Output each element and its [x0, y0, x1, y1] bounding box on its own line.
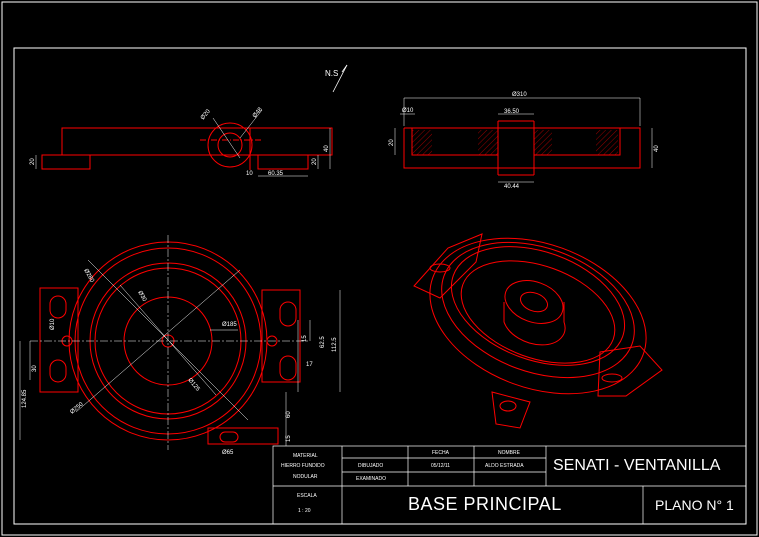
plan-dim-slot: Ø10: [50, 318, 56, 330]
plano-number: PLANO N° 1: [655, 497, 734, 513]
plan-dim-s4: 17: [306, 362, 313, 368]
plan-dim-mid: Ø185: [222, 322, 237, 328]
front-dim-height: 40: [324, 145, 330, 152]
plan-dim-hub: Ø30: [136, 290, 147, 303]
plan-dim-outer: Ø280: [82, 268, 95, 284]
front-dim-right-h: 20: [312, 158, 318, 165]
front-dim-large: Ø48: [252, 106, 264, 119]
section-hatch: [412, 130, 618, 155]
section-dim-total: Ø310: [512, 92, 527, 98]
section-dim-right-h: 40: [654, 145, 660, 152]
section-dim-left-h: 20: [389, 139, 395, 146]
drawing-title: BASE PRINCIPAL: [408, 494, 562, 514]
inner-border: [13, 47, 747, 525]
plan-dim-s6: 15: [286, 435, 292, 442]
escala-label: ESCALA: [297, 493, 317, 499]
company-name: SENATI - VENTANILLA: [553, 457, 721, 474]
fecha-value: 05/12/11: [431, 463, 451, 469]
north-label: N.S: [325, 69, 338, 78]
material-label: MATERIAL: [293, 453, 318, 459]
plan-dims: [19, 259, 341, 446]
front-view: [41, 122, 333, 170]
material-value: HIERRO FUNDIDO: [281, 463, 325, 469]
plan-dim-left-off: 30: [32, 365, 38, 372]
front-dim-left-h: 20: [30, 158, 36, 165]
north-arrow: [332, 64, 348, 93]
front-dim-width: 60.35: [268, 171, 284, 177]
isometric-view: [413, 233, 663, 429]
title-block: [272, 445, 747, 525]
section-dim-boss-top: 36.50: [504, 109, 520, 115]
plan-view: [39, 241, 301, 445]
col-fecha: FECHA: [432, 450, 449, 456]
row-examinado: EXAMINADO: [356, 476, 387, 482]
plan-dim-s2: 62.5: [320, 336, 326, 348]
section-dim-boss-bot: 40.44: [504, 184, 520, 190]
col-nombre: NOMBRE: [498, 450, 520, 456]
plan-centerlines: [30, 235, 310, 450]
plan-dim-inner: Ø250: [69, 401, 85, 415]
section-dims: [394, 97, 653, 183]
plan-dim-s1: 15: [302, 335, 308, 342]
plan-dim-s3: 112.5: [332, 337, 338, 352]
row-dibujado: DIBUJADO: [358, 463, 384, 469]
plan-dim-lug: Ø65: [222, 450, 234, 456]
front-view-dims: [35, 109, 331, 177]
plan-dim-r-hub: Ø125: [186, 377, 200, 393]
section-dim-hole: Ø10: [402, 108, 414, 114]
material-value-2: NODULAR: [293, 474, 318, 480]
plan-dim-overall: 124.85: [22, 389, 28, 408]
nombre-value: ALDO ESTRADA: [485, 463, 524, 469]
front-dim-small: Ø20: [200, 108, 212, 121]
plan-dim-s5: 60: [286, 411, 292, 418]
front-dim-step: 10: [246, 171, 253, 177]
escala-value: 1 : 20: [298, 508, 311, 514]
